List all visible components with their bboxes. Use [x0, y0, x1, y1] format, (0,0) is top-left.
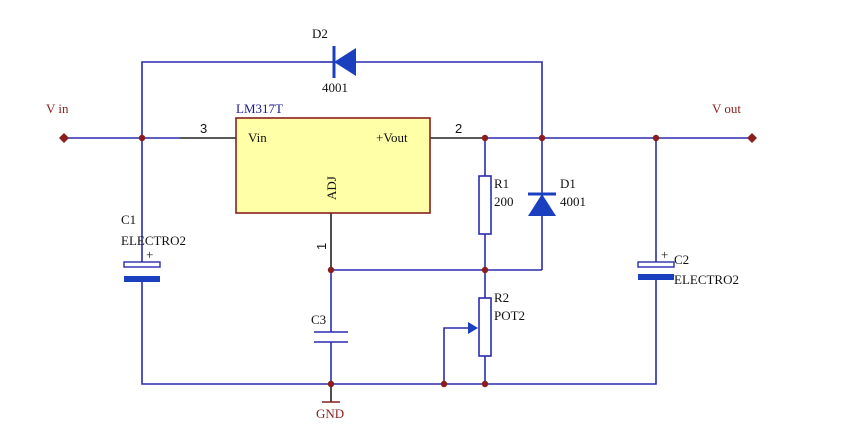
junction-r1-r2 [481, 266, 489, 274]
pin-number-1: 1 [314, 243, 329, 250]
gnd-label: GND [316, 406, 344, 421]
pin-number-2: 2 [455, 121, 462, 136]
r2-value: POT2 [494, 308, 525, 323]
c2-value: ELECTRO2 [674, 272, 739, 287]
diode-d2-triangle [334, 48, 356, 76]
r1-ref: R1 [494, 176, 509, 191]
potentiometer-r2: R2 POT2 [468, 290, 525, 357]
wire-d2-left [141, 61, 320, 138]
vout-terminal [747, 133, 757, 143]
junction-wiper-gnd [440, 380, 448, 388]
junction-c2-vout [652, 134, 660, 142]
junction-c1-vin [138, 134, 146, 142]
capacitor-c2: + C2 ELECTRO2 [637, 247, 739, 287]
junction-adj-c3 [327, 266, 335, 274]
junction-gnd [327, 380, 335, 388]
capacitor-c3: C3 [311, 312, 348, 343]
c2-polarity: + [661, 247, 668, 262]
vout-label: V out [712, 101, 741, 116]
vin-label: V in [46, 101, 69, 116]
wires [64, 61, 752, 402]
c1-value: ELECTRO2 [121, 233, 186, 248]
c2-negative-plate [638, 274, 674, 280]
wire-d2-right [356, 61, 543, 138]
diode-d1: D1 4001 [528, 176, 586, 216]
d1-value: 4001 [560, 194, 586, 209]
wire-ground-bus [141, 280, 657, 385]
pot-r2-body [478, 297, 492, 357]
c1-positive-plate [123, 261, 161, 268]
junction-d1-d2 [538, 134, 546, 142]
regulator-pin-adj: ADJ [324, 176, 339, 200]
diode-d2: D2 4001 [312, 26, 356, 95]
r1-value: 200 [494, 194, 514, 209]
c1-negative-plate [124, 276, 160, 282]
c2-positive-plate [637, 261, 675, 268]
ground-symbol: GND [316, 401, 344, 421]
regulator-part-label: LM317T [236, 101, 283, 116]
junctions [59, 133, 757, 388]
resistor-r1-body [478, 175, 492, 235]
regulator-lm317t: LM317T Vin +Vout ADJ 3 2 1 [200, 101, 462, 250]
regulator-pin-vout: +Vout [376, 130, 408, 145]
regulator-body [235, 117, 431, 214]
diode-d1-triangle [528, 194, 556, 216]
pin-number-3: 3 [200, 121, 207, 136]
c1-ref: C1 [121, 212, 136, 227]
regulator-pin-vin: Vin [248, 130, 267, 145]
resistor-r1: R1 200 [478, 175, 514, 235]
c1-polarity: + [146, 247, 153, 262]
pot-r2-wiper-arrow [468, 322, 478, 334]
r2-ref: R2 [494, 290, 509, 305]
wire-r2-wiper [443, 327, 470, 384]
d1-ref: D1 [560, 176, 576, 191]
d2-value: 4001 [322, 80, 348, 95]
junction-r2-gnd [481, 380, 489, 388]
c2-ref: C2 [674, 252, 689, 267]
c3-ref: C3 [311, 312, 326, 327]
d2-ref: D2 [312, 26, 328, 41]
capacitor-c1: + C1 ELECTRO2 [121, 212, 186, 282]
vin-terminal [59, 133, 69, 143]
junction-r1-vout [481, 134, 489, 142]
